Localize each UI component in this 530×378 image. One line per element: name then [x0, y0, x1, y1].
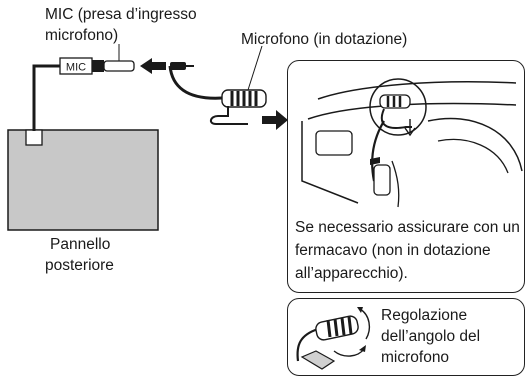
to-detail-arrow	[262, 110, 288, 130]
adjust-line3: microfono	[381, 349, 450, 366]
mic-angle-illustration	[296, 307, 371, 370]
mic-cable	[168, 65, 223, 100]
adjust-line1: Regolazione	[381, 307, 468, 324]
rear-panel-jack	[25, 129, 43, 146]
mic-jack-tag-label: MIC	[66, 62, 86, 74]
mic-label-leader	[247, 45, 263, 91]
mic-jack-collar	[92, 60, 104, 72]
angle-adjustment-box: Regolazione dell’angolo del microfono	[287, 298, 525, 376]
mic-plug-body	[170, 62, 186, 70]
mic-clip	[210, 106, 248, 125]
rear-panel	[7, 129, 159, 231]
microphone-label: Microfono (in dotazione)	[241, 31, 408, 48]
gear-lever	[373, 164, 391, 196]
mic-jack-socket	[103, 60, 135, 72]
adjust-line2: dell’angolo del	[381, 328, 481, 345]
mic-jack-label-line2: microfono)	[45, 27, 119, 44]
note-line3: all’apparecchio).	[295, 265, 408, 282]
mic-grille	[230, 91, 258, 106]
mic-jack-label-line1: MIC (presa d’ingresso	[45, 6, 197, 23]
rear-panel-label-line1: Pannello	[50, 236, 111, 253]
rear-panel-label-line2: posteriore	[45, 257, 114, 274]
installation-detail-box: Se necessario assicurare con un fermacav…	[287, 60, 525, 293]
mic-position-circle	[369, 78, 427, 136]
insert-arrow	[140, 58, 166, 74]
cable-tie	[370, 157, 380, 165]
panel-cable	[32, 64, 60, 131]
note-line1: Se necessario assicurare con un	[295, 219, 520, 236]
car-interior-illustration	[301, 78, 523, 208]
note-line2: fermacavo (non in dotazione	[295, 242, 491, 259]
